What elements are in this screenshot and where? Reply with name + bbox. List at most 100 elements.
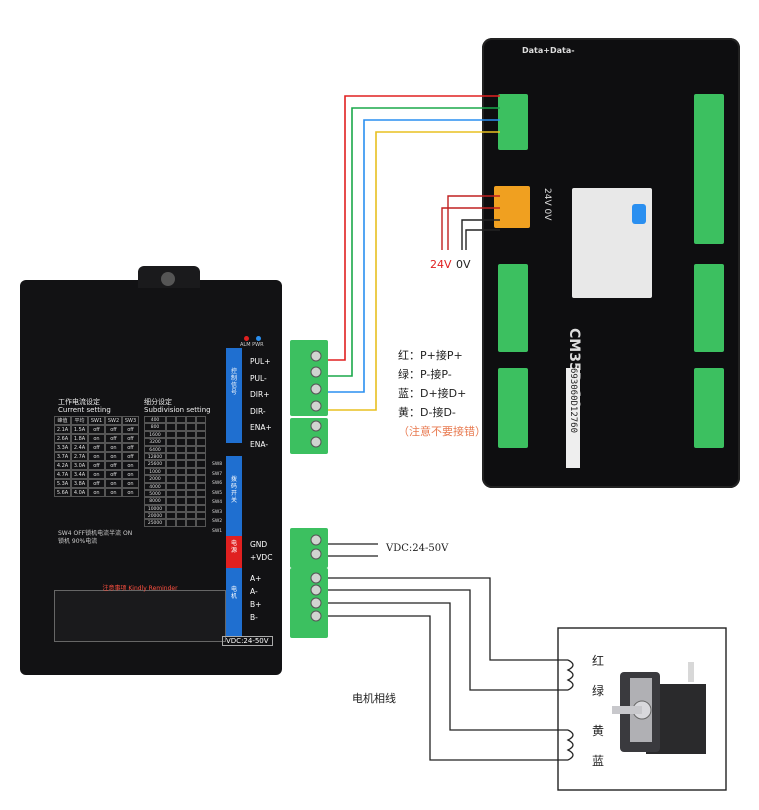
subdiv-switch-cell: [196, 489, 206, 498]
subdiv-step: 25000: [144, 519, 166, 527]
current-cell: on: [105, 443, 122, 452]
current-cell: 2.6A: [54, 434, 71, 443]
subdiv-row: 20000: [144, 512, 208, 520]
pin-label: PUL-: [250, 373, 267, 383]
subdiv-switch-cell: [166, 497, 176, 505]
subdiv-step: 1000: [144, 467, 166, 476]
current-cell: 2.7A: [71, 452, 88, 461]
pin-label: DIR-: [250, 406, 266, 416]
current-title-cn: 工作电流设定: [58, 398, 100, 406]
current-cell: off: [122, 452, 139, 461]
terminal-block-io2: [498, 368, 528, 448]
pin-label: DIR+: [250, 390, 270, 399]
subdiv-switch-cell: [186, 452, 196, 461]
subdiv-switch-cell: [166, 452, 176, 461]
switch-label: SW6: [212, 481, 223, 486]
terminal-screw: [310, 597, 322, 609]
subdiv-switch-cell: [186, 460, 196, 468]
subdiv-row: 25600: [144, 460, 208, 468]
subdiv-step: 3200: [144, 438, 166, 446]
subdiv-switch-cell: [166, 512, 176, 520]
note-red: 红：P+接P+: [398, 349, 463, 362]
warning-title: 注意事项 Kindly Reminder: [102, 585, 178, 592]
terminal-screw: [310, 548, 322, 560]
green-wire: [328, 107, 500, 377]
subdiv-row: 6400: [144, 445, 208, 453]
pin-label: A+: [250, 574, 262, 583]
led-label: ALM PWR: [240, 342, 264, 348]
signal-panel-tag: 控制信号: [231, 368, 238, 396]
current-cell: 1.8A: [71, 434, 88, 443]
current-cell: off: [105, 425, 122, 434]
subdiv-switch-cell: [186, 482, 196, 490]
subdiv-switch-cell: [186, 423, 196, 431]
subdiv-title-en: Subdivision setting: [144, 406, 211, 414]
driver-signal-terminal: [290, 340, 328, 416]
terminal-block-z: [694, 188, 724, 244]
subdiv-switch-cell: [176, 504, 186, 513]
subdiv-switch-cell: [196, 475, 206, 483]
driver-power-terminal: [290, 528, 328, 568]
subdiv-switch-cell: [196, 460, 206, 468]
current-cell: on: [122, 479, 139, 488]
subdiv-row: 3200: [144, 438, 208, 446]
subdiv-switch-cell: [186, 489, 196, 498]
subdiv-switch-cell: [166, 482, 176, 490]
current-cell: off: [88, 479, 105, 488]
terminal-screw: [310, 610, 322, 622]
subdiv-switch-cell: [176, 489, 186, 498]
current-cell: 3.0A: [71, 461, 88, 470]
subdiv-row: 2000: [144, 475, 208, 483]
subdiv-switch-cell: [176, 416, 186, 424]
current-cell: on: [88, 452, 105, 461]
blue-wire: [328, 119, 500, 393]
switch-panel-tag: 拨码开关: [231, 476, 238, 504]
subdiv-switch-cell: [186, 512, 196, 520]
current-cell: 4.0A: [71, 488, 88, 497]
motor-panel: [226, 568, 242, 636]
current-cell: SW2: [105, 416, 122, 425]
motor-wire-label-yellow: 黄: [592, 724, 605, 738]
subdiv-switch-cell: [186, 497, 196, 505]
switch-label: SW3: [212, 509, 223, 515]
current-cell: off: [88, 461, 105, 470]
subdiv-switch-cell: [196, 452, 206, 461]
pin-label: ENA-: [250, 439, 269, 449]
switch-label: SW7: [212, 471, 223, 477]
current-cell: on: [88, 434, 105, 443]
subdiv-switch-cell: [196, 504, 206, 513]
subdiv-step: 400: [144, 416, 166, 424]
subdiv-switch-cell: [166, 519, 176, 527]
subdiv-switch-cell: [196, 497, 206, 505]
subdiv-step: 5000: [144, 489, 166, 498]
alarm-led: [244, 336, 249, 341]
subdiv-step: 2000: [144, 475, 166, 483]
subdiv-switch-cell: [176, 452, 186, 461]
subdiv-switch-cell: [176, 475, 186, 483]
subdiv-switch-cell: [166, 445, 176, 453]
current-cell: off: [105, 470, 122, 479]
motor-wire-b-plus: [328, 602, 568, 731]
subdiv-title: 细分设定 Subdivision setting: [144, 398, 211, 414]
controller-brand: Data+Data-: [522, 46, 575, 55]
current-cell: 4.7A: [54, 470, 71, 479]
current-cell: off: [88, 443, 105, 452]
subdiv-step: 12800: [144, 452, 166, 461]
subdiv-switch-cell: [196, 430, 206, 439]
subdiv-switch-cell: [186, 438, 196, 446]
subdiv-switch-cell: [196, 438, 206, 446]
switch-label: SW8: [212, 462, 223, 467]
pin-label: GND: [250, 540, 268, 549]
motor-phase-label: 电机相线: [352, 692, 396, 705]
power-24v-wire-2: [441, 207, 500, 250]
current-cell: 3.8A: [71, 479, 88, 488]
driver-ena-terminal: [290, 418, 328, 454]
subdiv-switch-cell: [166, 430, 176, 439]
screw-heads: [310, 350, 322, 622]
current-cell: on: [88, 470, 105, 479]
motor-pin-labels: A+A-B+B-: [242, 572, 282, 624]
